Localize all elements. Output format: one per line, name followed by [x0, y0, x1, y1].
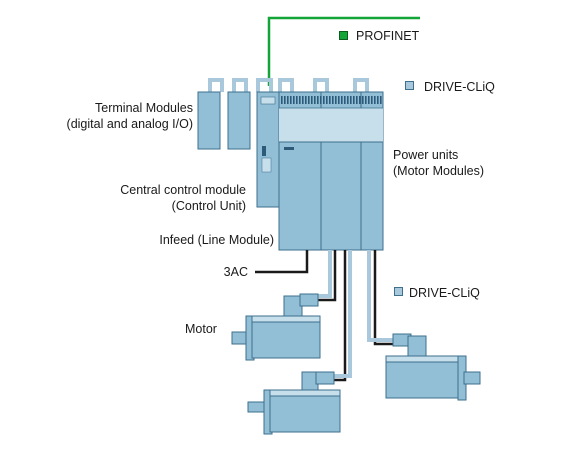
central-control-title: Central control module — [120, 183, 246, 197]
supply-3ac-label: 3AC — [223, 265, 248, 279]
terminal-module-1 — [197, 91, 221, 150]
power-cabinets — [278, 91, 384, 251]
terminal-modules-title: Terminal Modules — [95, 101, 193, 115]
power-units-label: Power units (Motor Modules) — [393, 147, 484, 179]
drive-cliq-label-bottom: DRIVE-CLiQ — [409, 286, 480, 300]
motor-1 — [231, 293, 321, 361]
terminal-modules-label: Terminal Modules (digital and analog I/O… — [67, 100, 193, 132]
drive-cliq-motor-links — [318, 250, 393, 378]
power-units-subtitle: (Motor Modules) — [393, 164, 484, 178]
terminal-modules-subtitle: (digital and analog I/O) — [66, 117, 193, 131]
motor-3 — [385, 333, 481, 401]
profinet-legend-swatch — [339, 31, 348, 40]
drive-cliq-label-top: DRIVE-CLiQ — [424, 80, 495, 94]
drive-cliq-top-links — [208, 78, 369, 92]
central-control-subtitle: (Control Unit) — [171, 199, 246, 213]
motor-label: Motor — [185, 322, 217, 336]
motor-2 — [247, 371, 341, 435]
infeed-label: Infeed (Line Module) — [159, 233, 274, 247]
profinet-line — [267, 16, 420, 86]
power-units-title: Power units — [393, 148, 459, 162]
power-cables — [255, 250, 393, 382]
terminal-module-2 — [227, 91, 251, 150]
drive-cliq-legend-swatch-bottom — [394, 287, 403, 296]
central-control-label: Central control module (Control Unit) — [120, 182, 246, 214]
profinet-label: PROFINET — [356, 29, 420, 43]
drive-cliq-legend-swatch-top — [405, 81, 414, 90]
terminal-strip — [281, 96, 382, 104]
control-unit — [256, 91, 280, 208]
